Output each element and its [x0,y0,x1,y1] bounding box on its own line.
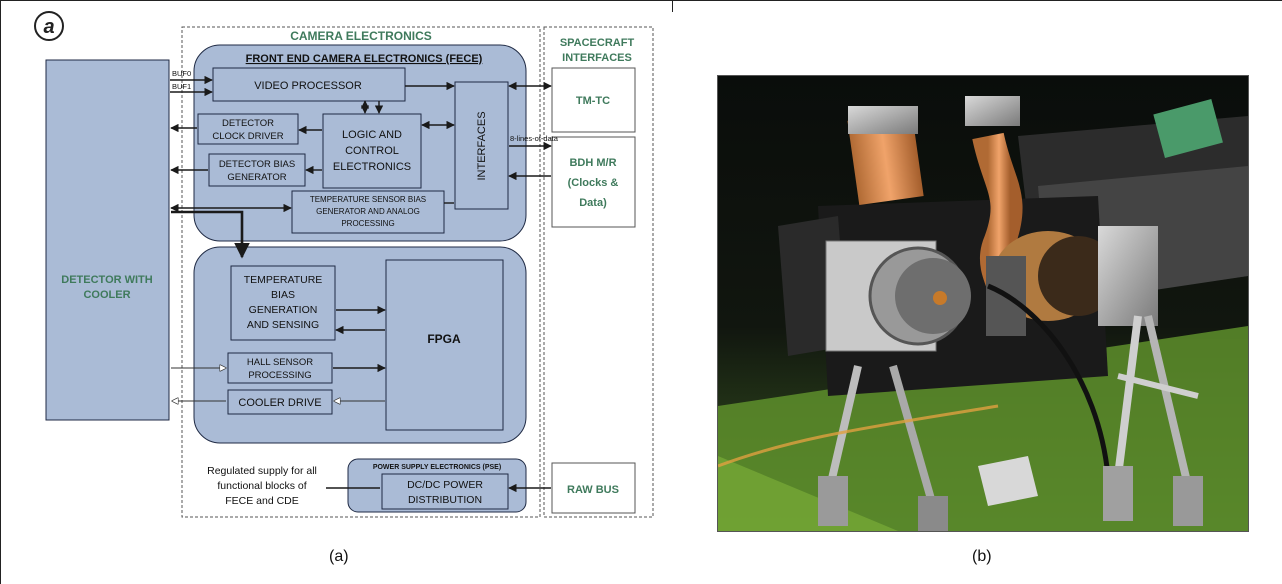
clamp-right [965,96,1020,126]
logic-control-label-2: CONTROL [345,145,399,157]
post-2 [918,496,948,531]
buf0-label: BUF0 [172,69,191,78]
temperature-bias-label-2: BIAS [271,289,295,301]
filter-block [1098,226,1158,326]
detector-clock-driver-label-2: CLOCK DRIVER [212,131,283,142]
camera-electronics-title: CAMERA ELECTRONICS [290,29,432,43]
interfaces-label: INTERFACES [476,111,488,180]
bdh-label-3: Data) [579,197,607,209]
detector-with-cooler-block [46,60,169,420]
tm-tc-label: TM-TC [576,95,610,107]
camera-electronics-block-diagram: a CAMERA ELECTRONICS SPACECRAFT INTERFAC… [0,0,672,540]
fpga-label: FPGA [427,332,461,346]
regulated-supply-text-1: Regulated supply for all [207,465,317,477]
fece-title: FRONT END CAMERA ELECTRONICS (FECE) [246,53,483,65]
detector-bias-generator-label-2: GENERATOR [227,172,286,183]
detector-with-cooler-label-2: COOLER [83,289,130,301]
caption-a: (a) [329,548,349,566]
spacecraft-interfaces-title-2: INTERFACES [562,52,632,64]
svg-text:a: a [43,16,54,38]
pse-title: POWER SUPPLY ELECTRONICS (PSE) [373,464,501,471]
temperature-bias-label-1: TEMPERATURE [244,274,323,286]
temperature-bias-label-3: GENERATION [249,304,318,316]
panel-divider [672,0,673,12]
dc-dc-label-1: DC/DC POWER [407,479,483,491]
cooler-end [895,258,971,334]
panel-label-a: a [35,12,63,40]
dc-dc-label-2: DISTRIBUTION [408,494,482,506]
temp-sensor-bias-label-2: GENERATOR AND ANALOG [316,207,420,216]
clamp-left [848,106,918,134]
temp-sensor-bias-label-3: PROCESSING [341,219,394,228]
post-4 [1173,476,1203,526]
bdh-label-2: (Clocks & [568,177,619,189]
buf1-label: BUF1 [172,82,191,91]
post-3 [1103,466,1133,521]
regulated-supply-text-2: functional blocks of [217,480,306,492]
bdh-label-1: BDH M/R [569,157,616,169]
logic-control-label-1: LOGIC AND [342,129,402,141]
caption-b: (b) [972,548,992,566]
detector-with-cooler-label-1: DETECTOR WITH [61,274,153,286]
hall-sensor-label-1: HALL SENSOR [247,357,313,368]
detector-bias-generator-label-1: DETECTOR BIAS [219,159,295,170]
data-lines-label: 8-lines-of-data [510,134,559,143]
temperature-bias-label-4: AND SENSING [247,319,319,331]
temp-sensor-bias-label-1: TEMPERATURE SENSOR BIAS [310,195,426,204]
raw-bus-label: RAW BUS [567,484,619,496]
regulated-supply-text-3: FECE and CDE [225,495,299,507]
detector-clock-driver-label-1: DETECTOR [222,118,274,129]
post-1 [818,476,848,526]
video-processor-label: VIDEO PROCESSOR [254,80,362,92]
logic-control-label-3: ELECTRONICS [333,161,411,173]
spacecraft-interfaces-title-1: SPACECRAFT [560,37,635,49]
camera-hardware-illustration [718,76,1248,531]
cooler-drive-label: COOLER DRIVE [238,397,321,409]
cooler-port [933,291,947,305]
hall-sensor-label-2: PROCESSING [248,370,311,381]
camera-hardware-photo [717,75,1249,532]
